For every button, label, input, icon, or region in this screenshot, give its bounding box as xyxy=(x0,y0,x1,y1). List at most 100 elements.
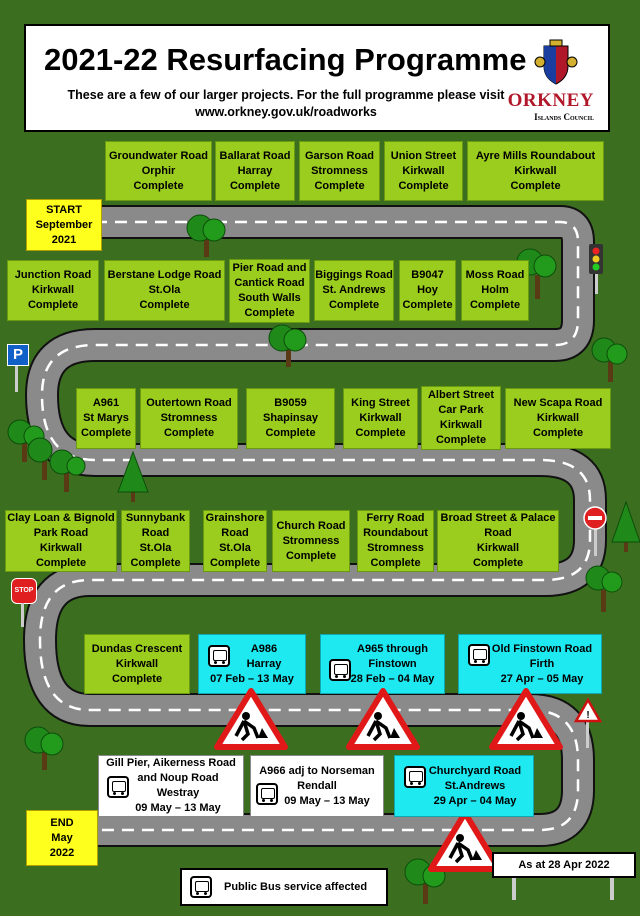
project-area: Stromness xyxy=(367,542,424,554)
project-status: Complete xyxy=(510,179,561,192)
tree-icon xyxy=(585,565,623,612)
traffic-light-icon xyxy=(589,244,603,294)
project-status: Complete xyxy=(532,427,584,439)
page-title: 2021-22 Resurfacing Programme xyxy=(44,42,527,77)
start-month: September xyxy=(35,218,93,231)
project-name: Broad Street & Palace xyxy=(440,512,556,524)
bus-icon xyxy=(208,645,230,667)
project-area: Kirkwall xyxy=(359,412,402,424)
project-dates: 09 May – 13 May xyxy=(284,794,370,807)
roadworks-sign-icon xyxy=(346,688,420,750)
end-label: END xyxy=(50,816,74,829)
project-name: Road xyxy=(484,527,512,539)
project-area: Kirkwall xyxy=(402,164,445,177)
roadworks-sign-icon xyxy=(214,688,288,750)
project-area: Shapinsay xyxy=(262,412,319,424)
project-name: Dundas Crescent xyxy=(91,642,183,655)
stop-sign-icon: STOP xyxy=(11,578,37,604)
project-status: Complete xyxy=(328,299,380,311)
project-area: Kirkwall xyxy=(115,657,159,670)
project-area: Kirkwall xyxy=(31,284,75,296)
project-name: A961 xyxy=(92,397,120,409)
project-name: Ballarat Road xyxy=(219,149,291,162)
as-at-date: As at 28 Apr 2022 xyxy=(492,852,636,878)
project-status: Complete xyxy=(111,672,163,685)
project-area: St.Andrews xyxy=(444,779,506,792)
project-status: Complete xyxy=(139,299,190,311)
project-status: Complete xyxy=(285,549,337,562)
project-status: Complete xyxy=(35,557,87,569)
stop-sign-label: STOP xyxy=(14,587,34,594)
bus-icon xyxy=(404,766,426,788)
tree-icon xyxy=(24,726,64,770)
project-status: Complete xyxy=(244,307,295,319)
project-area: Harray xyxy=(237,164,273,177)
project-name: A965 through xyxy=(357,642,428,655)
project-name: Biggings Road xyxy=(315,269,393,281)
tree-icon xyxy=(7,419,86,492)
bus-icon xyxy=(468,644,490,666)
roadworks-sign-icon xyxy=(489,688,563,750)
project-name: A986 xyxy=(250,642,278,655)
project-area: St.Ola xyxy=(148,284,181,296)
project-name: and Noup Road xyxy=(137,772,219,784)
project-area: St.Ola xyxy=(219,542,251,554)
project-area: St Marys xyxy=(83,412,129,424)
project-status: Complete xyxy=(472,557,524,569)
project-name: Churchyard Road xyxy=(428,764,522,777)
project-name: Church Road xyxy=(276,519,346,532)
project-name: Garson Road xyxy=(304,149,375,162)
project-area: Kirkwall xyxy=(514,164,557,177)
project-area: South Walls xyxy=(238,292,301,304)
project-status: Complete xyxy=(209,557,261,569)
project-dates: 09 May – 13 May xyxy=(135,802,221,814)
project-name: Road xyxy=(141,527,170,539)
project-status: Complete xyxy=(130,557,181,569)
end-month: May xyxy=(51,831,73,844)
sign-post xyxy=(21,603,24,627)
start-label: START xyxy=(46,203,82,216)
project-name: Moss Road xyxy=(465,269,525,281)
project-name: King Street xyxy=(351,397,410,409)
project-name: Pier Road and xyxy=(232,262,307,274)
header-subtitle: These are a few of our larger projects. … xyxy=(36,87,536,121)
project-area: Cantick Road xyxy=(234,277,305,289)
project-name: Ayre Mills Roundabout xyxy=(475,149,596,162)
logo-subtitle: Islands Council xyxy=(534,112,594,122)
project-area: Harray xyxy=(246,657,282,670)
project-status: Complete xyxy=(402,299,453,311)
website-link[interactable]: www.orkney.gov.uk/roadworks xyxy=(195,105,377,119)
project-area: St.Ola xyxy=(139,542,172,554)
project-area: Westray xyxy=(156,787,200,799)
warning-sign-icon: ! xyxy=(573,697,603,748)
project-name: B9059 xyxy=(274,397,307,409)
project-name: Grainshore xyxy=(205,512,265,524)
project-status: Complete xyxy=(398,179,449,192)
legend-label: Public Bus service affected xyxy=(224,881,368,893)
project-name: New Scapa Road xyxy=(513,397,603,409)
start-marker: START September 2021 xyxy=(26,199,102,251)
header-panel: 2021-22 Resurfacing Programme These are … xyxy=(24,24,610,132)
project-status: Complete xyxy=(469,299,521,311)
